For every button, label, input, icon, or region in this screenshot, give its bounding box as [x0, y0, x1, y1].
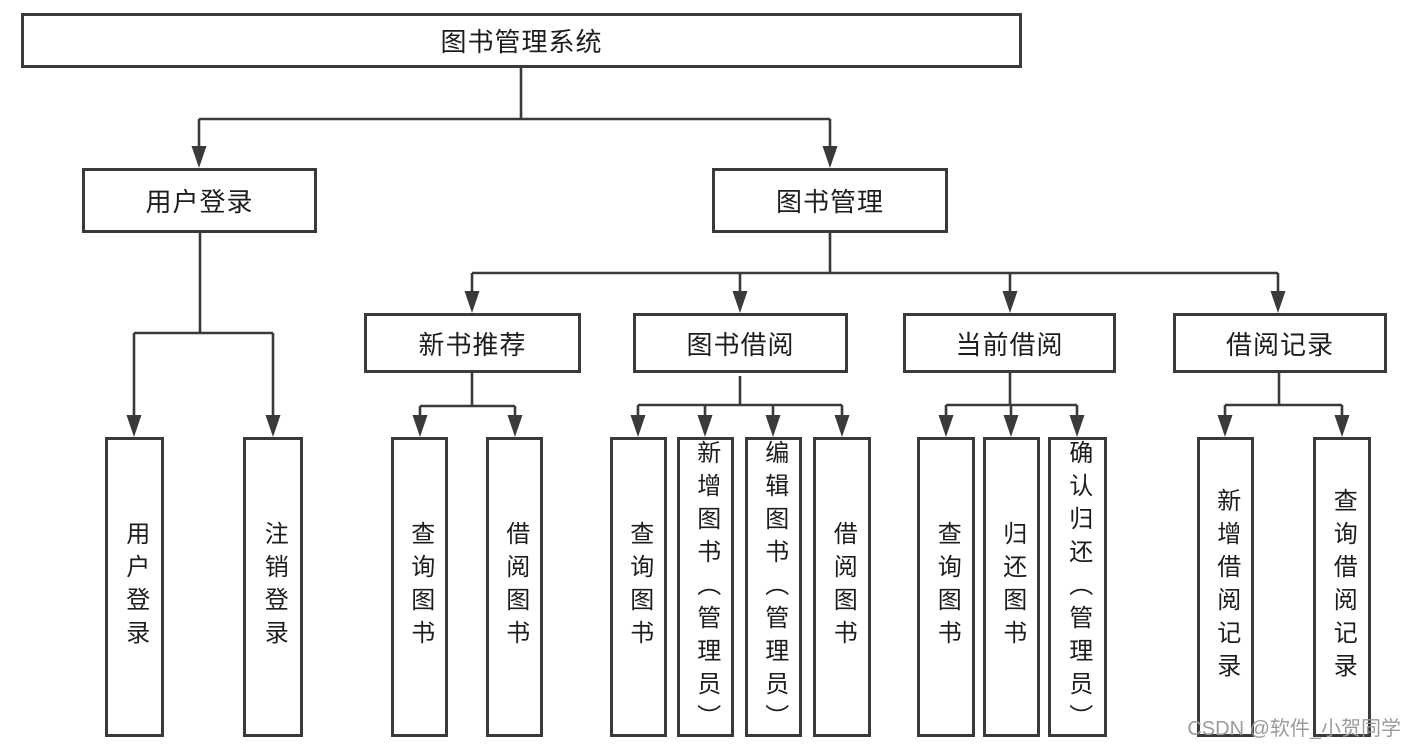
node-new-book-recommend-label: 新书推荐 — [418, 329, 527, 360]
leaf-confirm-return-admin: 确认归还（管理员） — [1048, 437, 1107, 737]
connector-root-split — [197, 68, 832, 150]
leaf-borrow-books: 借阅图书 — [813, 437, 871, 737]
connector-new-book-split — [418, 373, 517, 421]
leaf-borrow-books-recommend: 借阅图书 — [486, 437, 543, 737]
arrowheads — [126, 146, 1350, 437]
leaf-query-books-current-label: 查询图书 — [933, 521, 961, 653]
node-user-login: 用户登录 — [82, 168, 317, 233]
node-new-book-recommend: 新书推荐 — [364, 313, 581, 373]
node-book-borrow: 图书借阅 — [633, 313, 848, 373]
leaf-add-books-admin: 新增图书（管理员） — [677, 437, 734, 737]
node-current-borrow: 当前借阅 — [903, 313, 1116, 373]
connector-book-borrow-split — [636, 376, 844, 421]
node-current-borrow-label: 当前借阅 — [955, 329, 1064, 360]
leaf-return-books-label: 归还图书 — [998, 521, 1026, 653]
leaf-logout-label: 注销登录 — [260, 521, 288, 653]
leaf-query-books-recommend-label: 查询图书 — [406, 521, 434, 653]
leaf-query-books-current: 查询图书 — [917, 437, 975, 737]
connector-book-mgmt-split — [470, 233, 1280, 296]
node-user-login-label: 用户登录 — [145, 187, 254, 217]
leaf-confirm-return-admin-label: 确认归还（管理员） — [1064, 440, 1092, 737]
node-book-management: 图书管理 — [712, 168, 948, 233]
node-borrow-records: 借阅记录 — [1173, 313, 1387, 373]
leaf-edit-books-admin: 编辑图书（管理员） — [745, 437, 802, 737]
leaf-borrow-books-recommend-label: 借阅图书 — [501, 521, 529, 653]
leaf-user-login-label: 用户登录 — [121, 521, 149, 653]
leaf-edit-books-admin-label: 编辑图书（管理员） — [760, 440, 788, 737]
node-root: 图书管理系统 — [21, 13, 1022, 68]
leaf-add-books-admin-label: 新增图书（管理员） — [692, 440, 720, 737]
node-borrow-records-label: 借阅记录 — [1225, 329, 1334, 360]
leaf-query-borrow-record: 查询借阅记录 — [1313, 437, 1371, 737]
node-book-management-label: 图书管理 — [775, 187, 884, 217]
leaf-query-borrow-record-label: 查询借阅记录 — [1329, 488, 1357, 686]
leaf-query-books-borrow: 查询图书 — [610, 437, 667, 737]
node-root-label: 图书管理系统 — [440, 27, 603, 57]
leaf-logout: 注销登录 — [243, 437, 303, 737]
leaf-borrow-books-label: 借阅图书 — [829, 521, 857, 653]
leaf-user-login: 用户登录 — [105, 437, 164, 737]
leaf-query-books-borrow-label: 查询图书 — [625, 521, 653, 653]
connector-borrow-record-split — [1223, 373, 1344, 421]
leaf-return-books: 归还图书 — [983, 437, 1040, 737]
leaf-query-books-recommend: 查询图书 — [391, 437, 448, 737]
leaf-add-borrow-record: 新增借阅记录 — [1197, 437, 1254, 737]
connector-user-login-split — [132, 233, 275, 421]
node-book-borrow-label: 图书借阅 — [686, 329, 795, 360]
leaf-add-borrow-record-label: 新增借阅记录 — [1212, 488, 1240, 686]
watermark: CSDN @软件_小贺同学 — [1187, 718, 1401, 740]
connector-current-borrow-split — [944, 373, 1079, 421]
